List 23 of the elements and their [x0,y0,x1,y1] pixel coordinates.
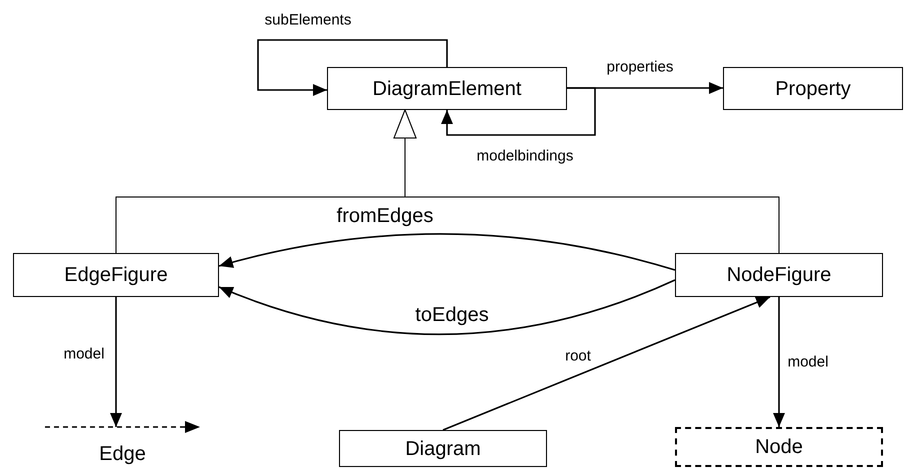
association-arrow [257,39,448,96]
edge-label: modelbindings [474,148,576,164]
class-box: EdgeFigure [13,253,219,297]
class-box: DiagramElement [327,67,567,110]
association-arrow [218,279,676,335]
association-arrow [441,87,596,136]
edge-label: subElements [262,12,354,28]
edge-label: fromEdges [334,206,436,226]
edge-label: properties [604,60,676,74]
association-arrow [773,297,785,427]
class-name: Edge [99,442,146,466]
generalization-arrow [394,110,780,254]
edge-label: model [786,354,830,370]
association-arrow [110,297,122,427]
class-box: NodeFigure [675,253,883,297]
edge-label: root [563,348,593,364]
class-box: Property [723,67,903,110]
class-box: Node [675,427,883,467]
edge-label: toEdges [413,305,491,325]
association-arrow [218,233,676,271]
association-arrow [442,296,770,431]
edge-label: model [62,346,106,362]
class-box: Diagram [339,430,547,467]
